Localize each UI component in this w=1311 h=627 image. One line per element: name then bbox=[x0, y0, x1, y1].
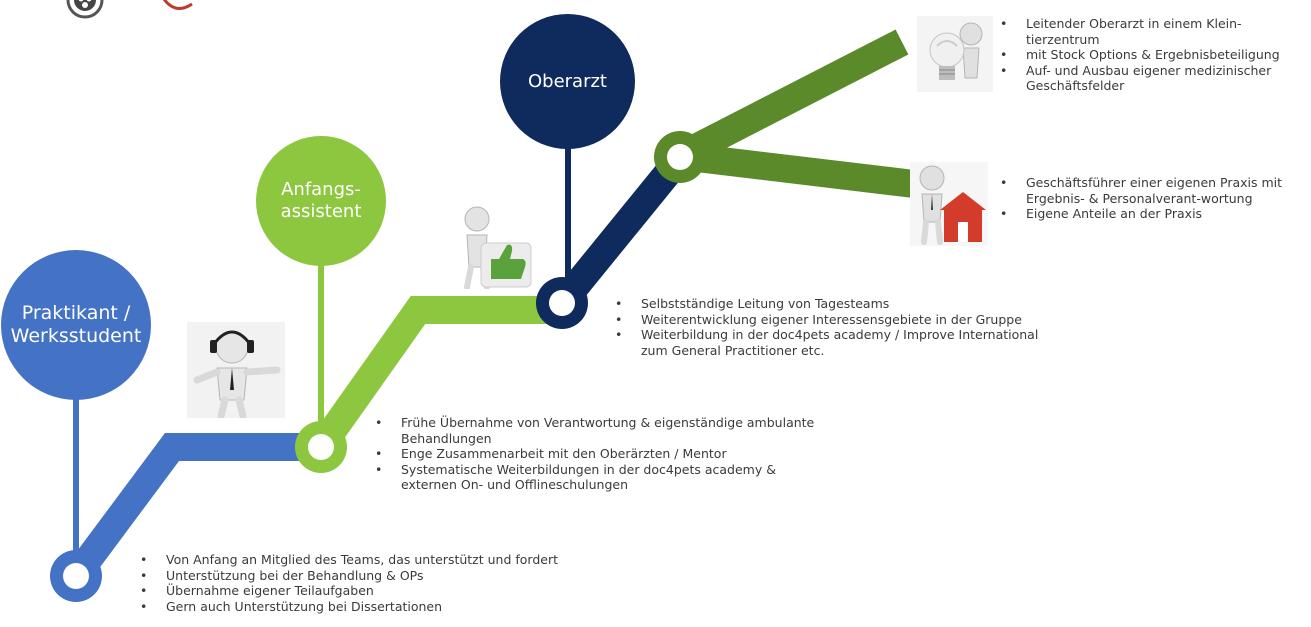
leitender-oberarzt-bullets: Leitender Oberarzt in einem Klein-tierze… bbox=[1000, 16, 1305, 94]
anfangsassistent-bullets: Frühe Übernahme von Verantwortung & eige… bbox=[375, 415, 825, 493]
thumbs-up-figure-icon bbox=[464, 206, 532, 289]
lightbulb-figure-icon bbox=[917, 16, 993, 92]
stage-praktikant-circle: Praktikant / Werksstudent bbox=[1, 250, 151, 400]
list-item: Leitender Oberarzt in einem Klein-tierze… bbox=[1000, 16, 1305, 47]
node-oberarzt-inner bbox=[549, 290, 575, 316]
list-item: Frühe Übernahme von Verantwortung & eige… bbox=[375, 415, 825, 446]
list-item: Weiterbildung in der doc4pets academy / … bbox=[615, 327, 1060, 358]
node-praktikant-inner bbox=[63, 563, 89, 589]
stage-oberarzt-circle: Oberarzt bbox=[500, 14, 635, 149]
oberarzt-bullets: Selbstständige Leitung von Tagesteams We… bbox=[615, 296, 1060, 358]
house-figure-icon bbox=[910, 162, 988, 246]
paw-logo-icon bbox=[66, 0, 104, 19]
list-item: Enge Zusammenarbeit mit den Oberärzten /… bbox=[375, 446, 825, 462]
path-branch-lower bbox=[678, 142, 916, 198]
geschaeftsfuehrer-bullets: Geschäftsführer einer eigenen Praxis mit… bbox=[1000, 175, 1290, 222]
list-item: Selbstständige Leitung von Tagesteams bbox=[615, 296, 1060, 312]
node-branch-inner bbox=[667, 144, 693, 170]
praktikant-bullets: Von Anfang an Mitglied des Teams, das un… bbox=[140, 552, 700, 614]
list-item: Von Anfang an Mitglied des Teams, das un… bbox=[140, 552, 700, 568]
path-segment-praktikant bbox=[64, 433, 321, 585]
list-item: Unterstützung bei der Behandlung & OPs bbox=[140, 568, 700, 584]
list-item: Gern auch Unterstützung bei Dissertation… bbox=[140, 599, 700, 615]
list-item: Eigene Anteile an der Praxis bbox=[1000, 206, 1290, 222]
list-item: Auf- und Ausbau eigener medizinischer Ge… bbox=[1000, 63, 1305, 94]
path-segment-anfangsassistent bbox=[309, 296, 562, 456]
path-segment-oberarzt bbox=[551, 149, 691, 312]
node-anfangsassistent-inner bbox=[308, 434, 334, 460]
path-branch-upper bbox=[673, 29, 909, 169]
list-item: mit Stock Options & Ergebnisbeteiligung bbox=[1000, 47, 1305, 63]
list-item: Systematische Weiterbildungen in der doc… bbox=[375, 462, 825, 493]
stage-anfangsassistent-circle: Anfangs- assistent bbox=[256, 136, 386, 266]
headphones-figure-icon bbox=[187, 322, 285, 418]
list-item: Übernahme eigener Teilaufgaben bbox=[140, 583, 700, 599]
list-item: Weiterentwicklung eigener Interessensgeb… bbox=[615, 312, 1060, 328]
list-item: Geschäftsführer einer eigenen Praxis mit… bbox=[1000, 175, 1290, 206]
stethoscope-icon bbox=[162, 0, 193, 10]
